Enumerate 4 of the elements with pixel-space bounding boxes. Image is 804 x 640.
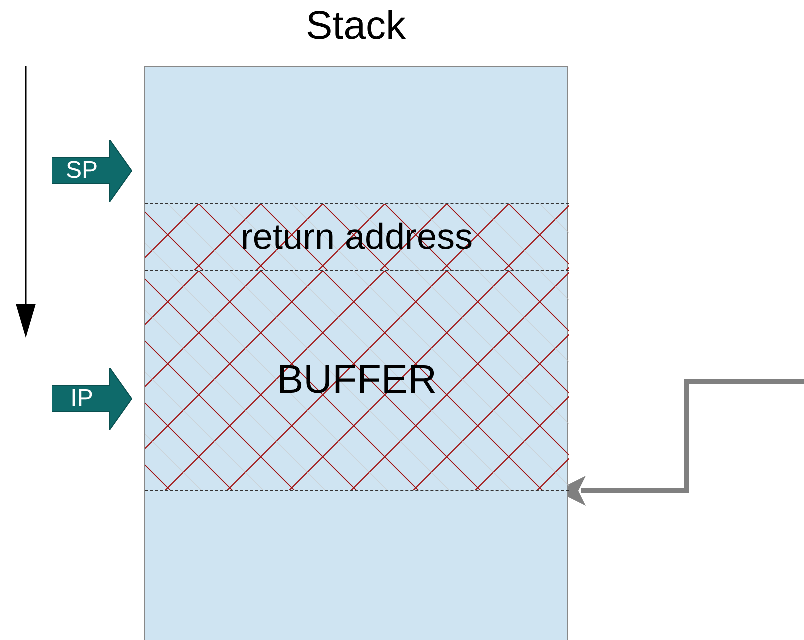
pointer-arrow-tag: IP xyxy=(52,368,132,430)
buffer-region xyxy=(145,270,569,491)
heading: Stack xyxy=(306,4,406,49)
pointer-arrow-tag: SP xyxy=(52,140,132,202)
